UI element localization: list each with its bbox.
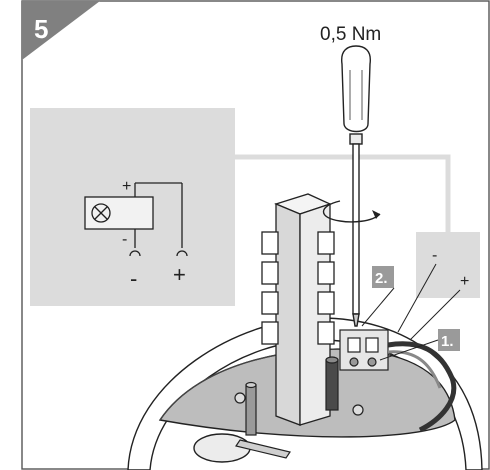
schematic-plus-bottom: + (173, 262, 186, 287)
wire-minus-label: - (432, 247, 437, 264)
schematic-minus-bottom: - (130, 266, 137, 291)
rotation-arrow-icon (322, 200, 381, 223)
callout-step-2: 2. (361, 266, 395, 327)
schematic-plus-top: + (122, 178, 131, 195)
cable-wire-inner (387, 350, 442, 389)
mounting-posts (234, 356, 364, 459)
step-number: 5 (34, 14, 48, 44)
wire-plus-leader (409, 289, 461, 341)
lamp-symbol-icon (84, 182, 188, 257)
callout-step-1-label: 1. (441, 333, 454, 350)
wire-minus-leader (397, 263, 437, 333)
rotation-arrowhead-icon (372, 210, 380, 219)
callout-step-1: 1. (379, 329, 460, 361)
terminal-block-icon (339, 329, 389, 371)
callout-step-2-label: 2. (375, 270, 388, 287)
wire-plus-label: + (460, 273, 469, 290)
cable-wire (387, 341, 457, 433)
schematic-minus-mid: - (122, 231, 127, 248)
step-badge (22, 1, 100, 60)
wire-label-box (416, 232, 480, 298)
screwdriver-icon (341, 45, 371, 327)
panel-connector-line (235, 154, 451, 232)
torque-label: 0,5 Nm (320, 24, 381, 45)
